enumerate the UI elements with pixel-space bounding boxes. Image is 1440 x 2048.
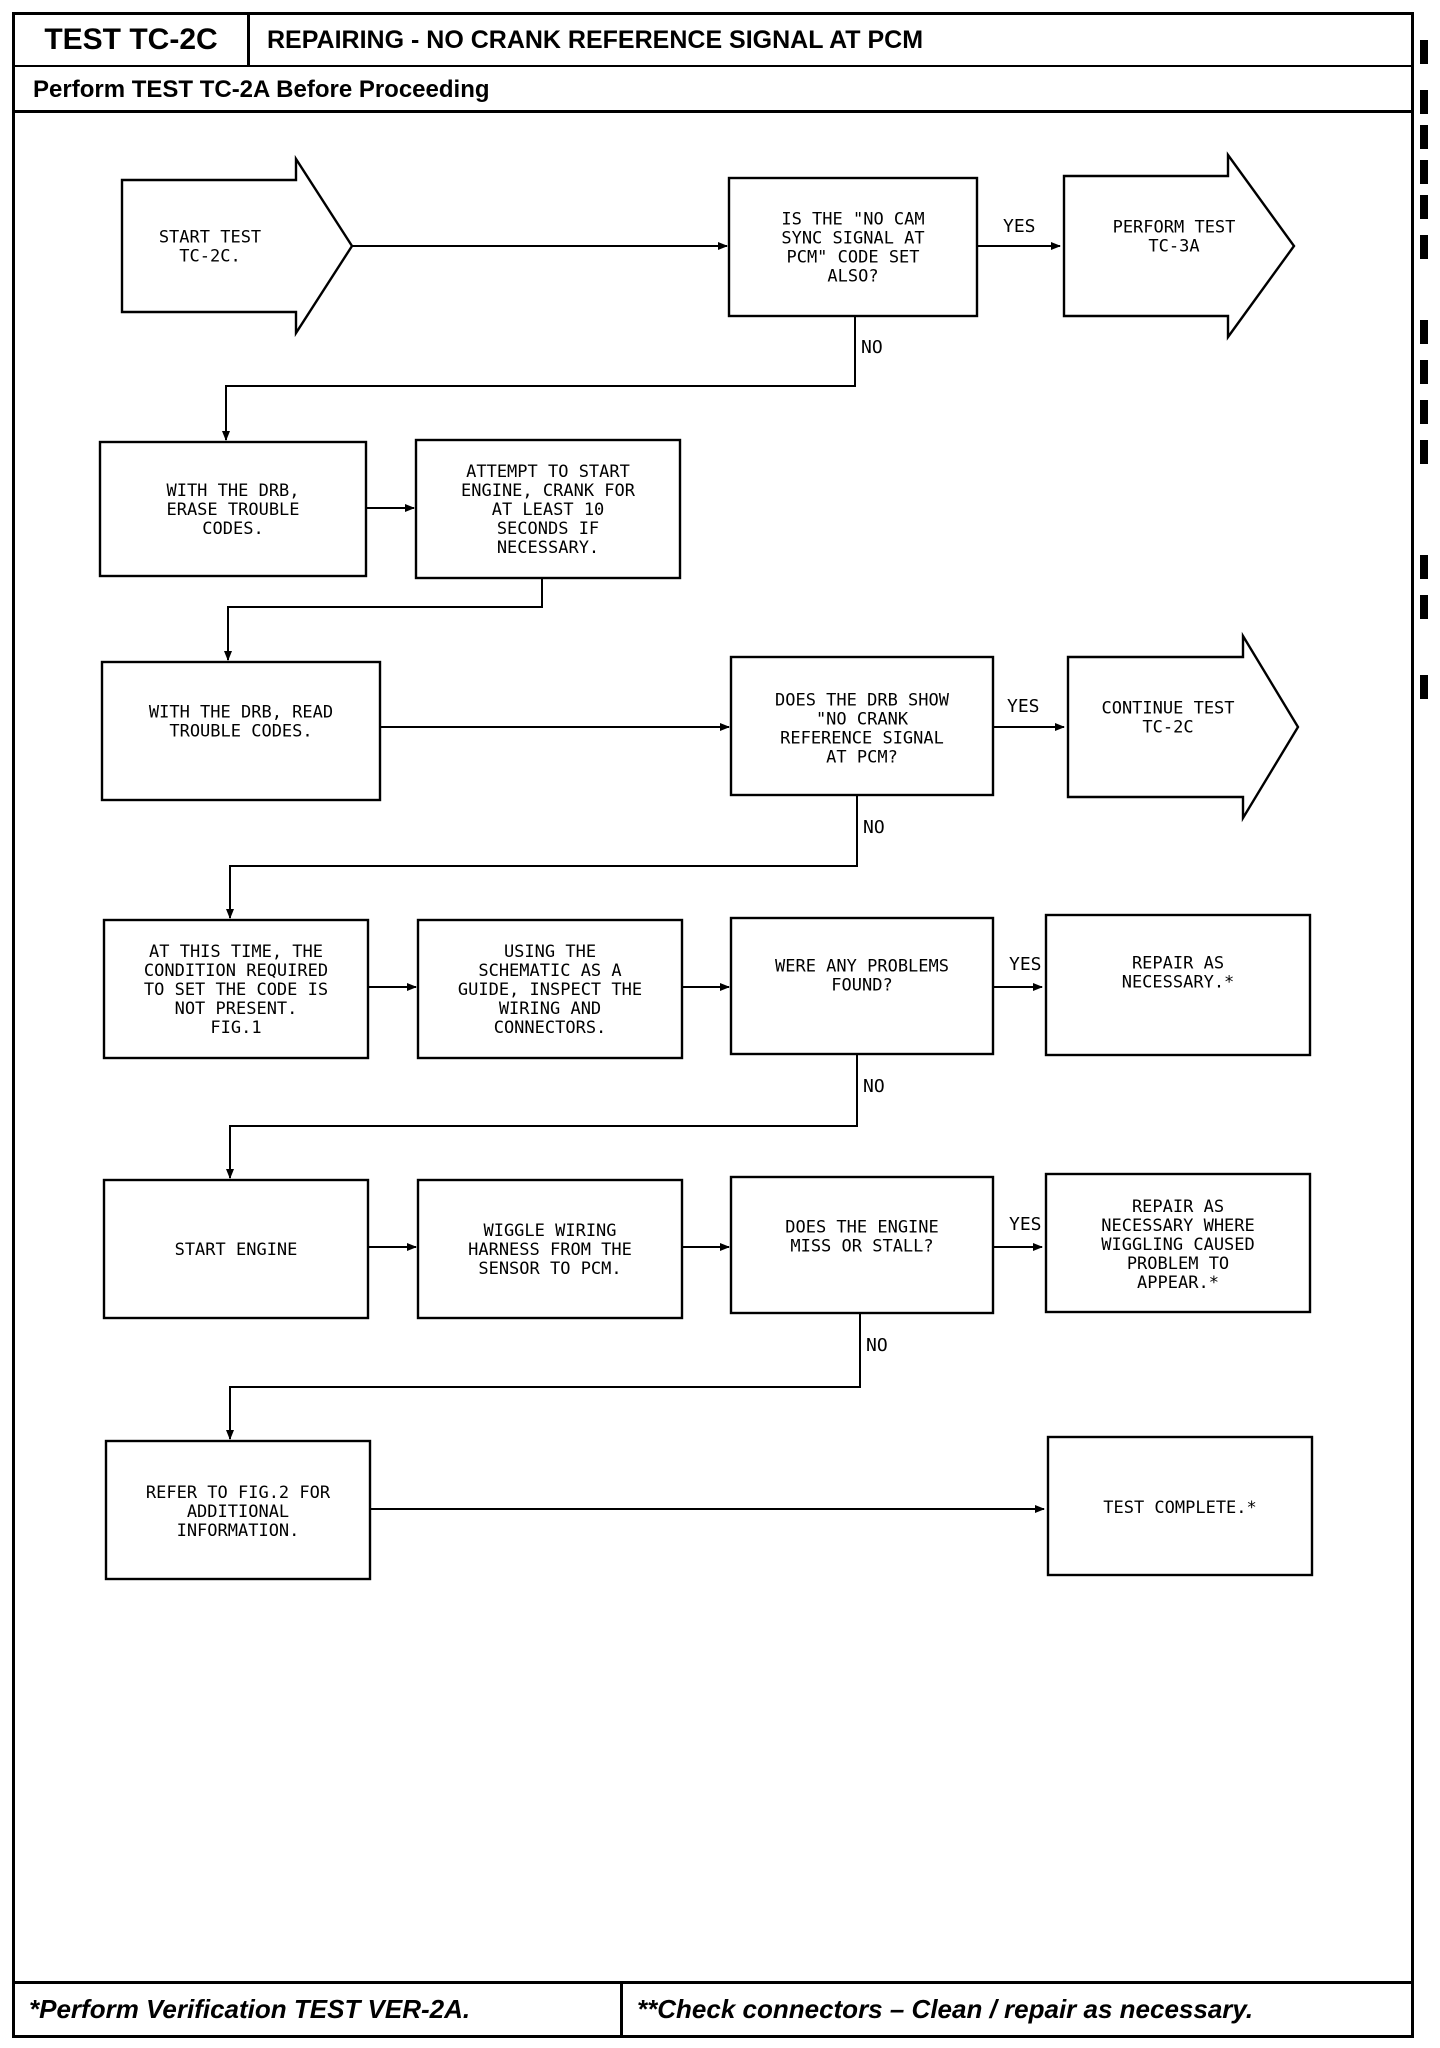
q4-decision-box [729, 1175, 995, 1315]
q1-label-line: PCM" CODE SET [786, 248, 919, 268]
q1-label-line: ALSO? [827, 267, 878, 287]
q3-decision-box [729, 916, 995, 1056]
refer-label-line: REFER TO FIG.2 FOR [146, 1483, 331, 1503]
continue-tc2c-arrow-shape [1066, 631, 1300, 823]
footer-note-right: **Check connectors – Clean / repair as n… [637, 1994, 1254, 2024]
perform-3a-label-line: PERFORM TEST [1113, 218, 1236, 238]
perform-tc3a-arrow-shape [1062, 151, 1296, 341]
arrow-q4-no [226, 1313, 861, 1440]
q4-label-line: MISS OR STALL? [790, 1237, 933, 1257]
erase-label-line: ERASE TROUBLE [166, 500, 299, 520]
repair2-label-line: APPEAR.* [1137, 1273, 1219, 1293]
condition-label-line: FIG.1 [210, 1018, 261, 1038]
repair-box-1 [1044, 913, 1312, 1057]
arrow-q1-no [222, 316, 856, 441]
repair-box-2 [1044, 1172, 1312, 1314]
continue-label-line: CONTINUE TEST [1101, 699, 1234, 719]
no-label: NO [863, 1076, 885, 1097]
inspect-label-line: WIRING AND [499, 999, 601, 1019]
start-engine-label-line: START ENGINE [175, 1240, 298, 1260]
q2-label-line: DOES THE DRB SHOW [775, 691, 950, 711]
test-complete-box [1046, 1435, 1314, 1577]
adjacent-page-edge [1420, 0, 1440, 720]
wiggle-wiring-box [416, 1178, 684, 1320]
yes-label: YES [1003, 216, 1036, 237]
attempt-label-line: ENGINE, CRANK FOR [461, 481, 636, 501]
attempt-label-line: SECONDS IF [497, 519, 599, 539]
erase-label-line: WITH THE DRB, [166, 481, 299, 501]
q1-label-line: IS THE "NO CAM [781, 210, 924, 230]
read-label-line: TROUBLE CODES. [169, 722, 312, 742]
complete-label-line: TEST COMPLETE.* [1103, 1498, 1257, 1518]
page-subtitle: Perform TEST TC-2A Before Proceeding [15, 67, 1411, 113]
arrow-attempt-to-read [224, 578, 543, 661]
q4-label-line: DOES THE ENGINE [785, 1218, 939, 1238]
repair2-label-line: NECESSARY WHERE [1101, 1216, 1255, 1236]
q2-label-line: AT PCM? [826, 748, 898, 768]
footer-note-left: *Perform Verification TEST VER-2A. [15, 1984, 623, 2035]
inspect-wiring-box [416, 918, 684, 1060]
condition-box [102, 918, 370, 1060]
repair1-label-line: REPAIR AS [1132, 954, 1224, 974]
wiggle-label-line: SENSOR TO PCM. [478, 1259, 621, 1279]
no-label: NO [861, 337, 883, 358]
attempt-label-line: NECESSARY. [497, 538, 599, 558]
page-title: REPAIRING - NO CRANK REFERENCE SIGNAL AT… [267, 26, 924, 54]
continue-label-line: TC-2C [1142, 718, 1193, 738]
q3-label-line: FOUND? [831, 976, 892, 996]
read-label-line: WITH THE DRB, READ [149, 703, 333, 723]
refer-fig2-box [104, 1439, 372, 1581]
inspect-label-line: CONNECTORS. [494, 1018, 607, 1038]
attempt-label-line: AT LEAST 10 [492, 500, 605, 520]
yes-label: YES [1009, 1214, 1042, 1235]
q2-label-line: REFERENCE SIGNAL [780, 729, 944, 749]
start-test-arrow-shape [120, 154, 354, 338]
yes-label: YES [1007, 696, 1040, 717]
read-codes-box [100, 660, 382, 802]
repair1-label-line: NECESSARY.* [1122, 973, 1235, 993]
refer-label-line: INFORMATION. [177, 1521, 300, 1541]
perform-3a-label-line: TC-3A [1148, 237, 1199, 257]
wiggle-label-line: HARNESS FROM THE [468, 1240, 632, 1260]
inspect-label-line: SCHEMATIC AS A [478, 961, 621, 981]
repair2-label-line: PROBLEM TO [1127, 1254, 1229, 1274]
start-label-line: TC-2C. [179, 247, 240, 267]
erase-label-line: CODES. [202, 519, 263, 539]
arrow-q2-no [226, 795, 858, 919]
repair2-label-line: WIGGLING CAUSED [1101, 1235, 1255, 1255]
test-id: TEST TC-2C [15, 15, 250, 65]
inspect-label-line: GUIDE, INSPECT THE [458, 980, 642, 1000]
no-label: NO [863, 817, 885, 838]
q2-decision-box [729, 655, 995, 797]
condition-label-line: NOT PRESENT. [175, 999, 298, 1019]
connectors [222, 242, 1065, 1513]
q3-label-line: WERE ANY PROBLEMS [775, 957, 949, 977]
wiggle-label-line: WIGGLE WIRING [483, 1221, 616, 1241]
condition-label-line: AT THIS TIME, THE [149, 942, 323, 962]
header-row: TEST TC-2C REPAIRING - NO CRANK REFERENC… [15, 15, 1411, 67]
page-frame: TEST TC-2C REPAIRING - NO CRANK REFERENC… [12, 12, 1414, 2038]
attempt-label-line: ATTEMPT TO START [466, 462, 630, 482]
footer: *Perform Verification TEST VER-2A. **Che… [15, 1981, 1411, 2035]
refer-label-line: ADDITIONAL [187, 1502, 289, 1522]
condition-label-line: CONDITION REQUIRED [144, 961, 328, 981]
q1-decision-box [727, 176, 979, 318]
start-label-line: START TEST [159, 228, 261, 248]
attempt-start-box [414, 438, 682, 580]
yes-label: YES [1009, 954, 1042, 975]
repair2-label-line: REPAIR AS [1132, 1197, 1224, 1217]
q1-label-line: SYNC SIGNAL AT [781, 229, 924, 249]
condition-label-line: TO SET THE CODE IS [144, 980, 328, 1000]
arrow-q3-no [226, 1054, 858, 1179]
no-label: NO [866, 1335, 888, 1356]
inspect-label-line: USING THE [504, 942, 596, 962]
start-engine-box [102, 1178, 370, 1320]
q2-label-line: "NO CRANK [816, 710, 909, 730]
erase-codes-box [98, 440, 368, 578]
